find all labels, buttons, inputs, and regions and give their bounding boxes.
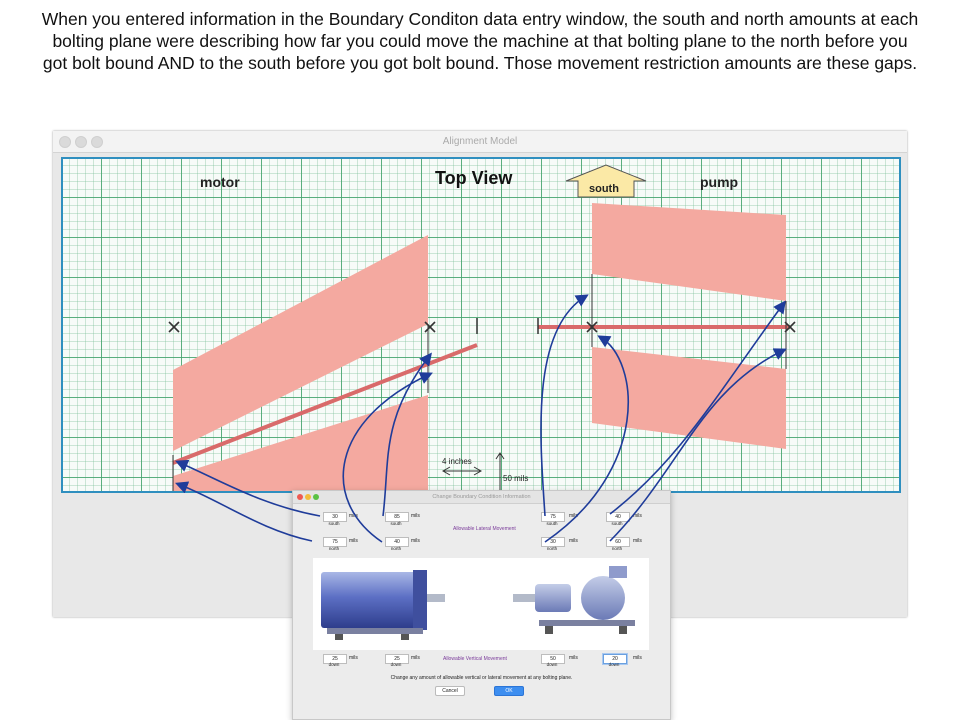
pump-north-limit-zone — [592, 347, 786, 449]
caption-text: When you entered information in the Boun… — [41, 9, 919, 73]
pump-icon — [513, 566, 635, 634]
dialog-zoom-button[interactable] — [313, 494, 319, 500]
scale-indicators — [441, 452, 505, 491]
pump-inboard-down-input[interactable] — [541, 654, 565, 664]
scale-inches-label: 4 inches — [442, 457, 472, 466]
motor-outboard-down-input[interactable] — [323, 654, 347, 664]
unit-label: mils — [569, 538, 578, 544]
north-label: north — [390, 546, 402, 551]
motor-icon — [321, 570, 445, 640]
south-label: south — [328, 521, 340, 526]
scale-mils-label: 50 mils — [503, 474, 528, 483]
lateral-movement-label: Allowable Lateral Movement — [453, 526, 516, 532]
machine-train-picture — [313, 558, 649, 650]
ok-button[interactable]: OK — [494, 686, 524, 696]
unit-label: mils — [633, 655, 642, 661]
motor-inboard-down-input[interactable] — [385, 654, 409, 664]
instruction-text: Change any amount of allowable vertical … — [390, 675, 573, 681]
south-label: south — [390, 521, 402, 526]
window-title-bar: Alignment Model — [53, 131, 907, 153]
cancel-button[interactable]: Cancel — [435, 686, 465, 696]
unit-label: mils — [633, 538, 642, 544]
unit-label: mils — [633, 513, 642, 519]
dialog-title-bar: Change Boundary Condition Information — [293, 491, 670, 504]
compass-south-arrow-icon — [565, 164, 647, 198]
north-label: north — [611, 546, 623, 551]
top-view-plot[interactable]: motor Top View south pump 4 inches 50 mi… — [61, 157, 901, 493]
motor-pump-illustration — [321, 566, 635, 640]
unit-label: mils — [411, 655, 420, 661]
unit-label: mils — [349, 513, 358, 519]
down-label: down — [328, 662, 340, 667]
dialog-close-button[interactable] — [297, 494, 303, 500]
minimize-window-button[interactable] — [75, 136, 87, 148]
window-title: Alignment Model — [442, 136, 518, 147]
top-view-title: Top View — [435, 168, 513, 188]
down-label: down — [390, 662, 402, 667]
close-window-button[interactable] — [59, 136, 71, 148]
pump-south-limit-zone — [592, 203, 786, 301]
top-view-drawing: motor Top View south pump 4 inches 50 mi… — [168, 164, 796, 491]
north-label: north — [328, 546, 340, 551]
pump-outboard-down-input[interactable] — [603, 654, 627, 664]
bolt-markers — [168, 321, 796, 333]
zoom-window-button[interactable] — [91, 136, 103, 148]
north-label: north — [546, 546, 558, 551]
unit-label: mils — [569, 655, 578, 661]
dialog-minimize-button[interactable] — [305, 494, 311, 500]
dialog-title: Change Boundary Condition Information — [432, 494, 531, 500]
down-label: down — [608, 662, 620, 667]
unit-label: mils — [349, 655, 358, 661]
boundary-condition-dialog: Change Boundary Condition Information mi… — [292, 490, 671, 720]
unit-label: mils — [569, 513, 578, 519]
south-label: south — [546, 521, 558, 526]
down-label: down — [546, 662, 558, 667]
motor-south-limit-zone — [173, 235, 428, 451]
pump-label: pump — [700, 174, 738, 190]
vertical-movement-label: Allowable Vertical Movement — [443, 656, 507, 662]
south-label: south — [611, 521, 623, 526]
unit-label: mils — [349, 538, 358, 544]
unit-label: mils — [411, 538, 420, 544]
compass-south-label: south — [589, 183, 619, 195]
motor-label: motor — [200, 174, 240, 190]
unit-label: mils — [411, 513, 420, 519]
